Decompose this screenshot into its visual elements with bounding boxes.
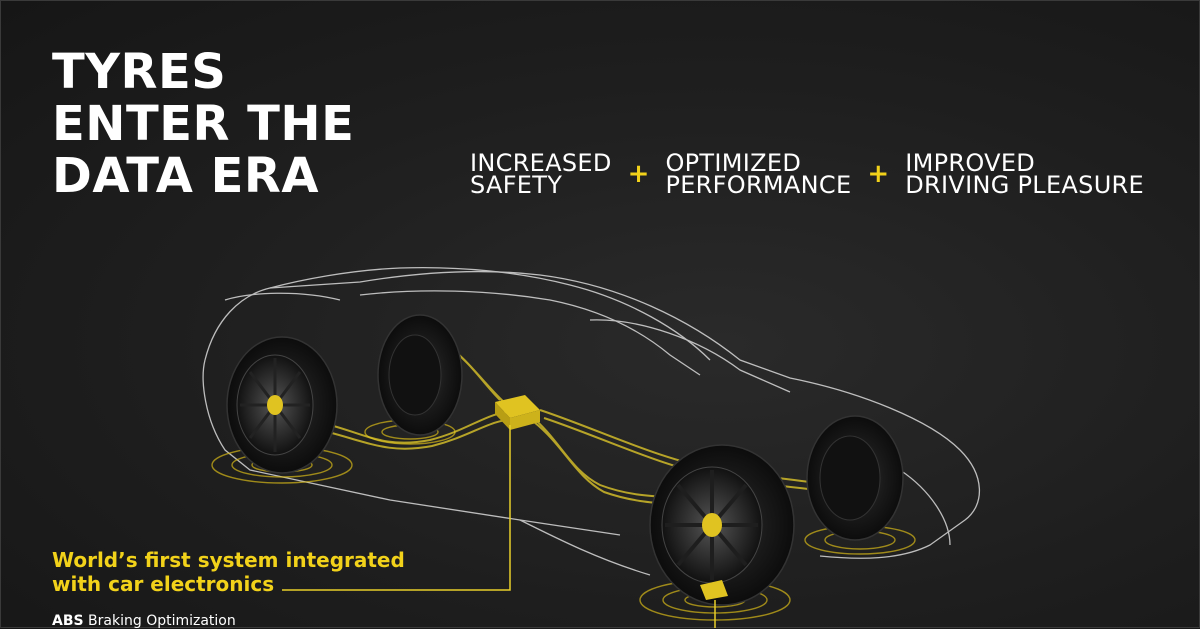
car-outline: [202, 266, 981, 576]
tyre-rear-left: [226, 336, 338, 474]
benefit-driving-pleasure-line-2: DRIVING PLEASURE: [905, 171, 1144, 199]
benefit-safety-line-2: SAFETY: [470, 171, 563, 199]
feature-title: World’s first system integrated with car…: [52, 548, 405, 596]
benefit-safety-line-1: INCREASED: [470, 149, 612, 177]
plus-icon: +: [627, 159, 650, 189]
benefit-performance-line-1: OPTIMIZED: [665, 149, 802, 177]
feature-title-line-2: with car electronics: [52, 572, 275, 596]
tyre-rear-right: [377, 314, 463, 436]
headline-line-2: ENTER THE: [52, 96, 355, 152]
headline-line-3: DATA ERA: [52, 148, 320, 204]
feature-title-line-1: World’s first system integrated: [52, 548, 405, 572]
benefit-performance-line-2: PERFORMANCE: [665, 171, 852, 199]
tyre-front-left: [649, 444, 795, 606]
plus-icon: +: [867, 159, 890, 189]
benefit-safety: INCREASED SAFETY: [470, 149, 612, 199]
callout-lines: [282, 425, 716, 628]
headline-line-1: TYRES: [52, 44, 227, 100]
abs-feature: ABS Braking Optimization: [52, 613, 236, 629]
abs-label: ABS: [52, 613, 84, 629]
benefit-driving-pleasure-line-1: IMPROVED: [905, 149, 1036, 177]
tyre-front-right: [806, 415, 904, 541]
headline: TYRES ENTER THE DATA ERA: [52, 46, 354, 202]
benefit-driving-pleasure: IMPROVED DRIVING PLEASURE: [905, 149, 1144, 199]
benefit-performance: OPTIMIZED PERFORMANCE: [665, 149, 852, 199]
ecu-module: [495, 395, 540, 430]
benefits-row: INCREASED SAFETY + OPTIMIZED PERFORMANCE…: [470, 149, 1144, 199]
abs-description: Braking Optimization: [83, 613, 236, 629]
